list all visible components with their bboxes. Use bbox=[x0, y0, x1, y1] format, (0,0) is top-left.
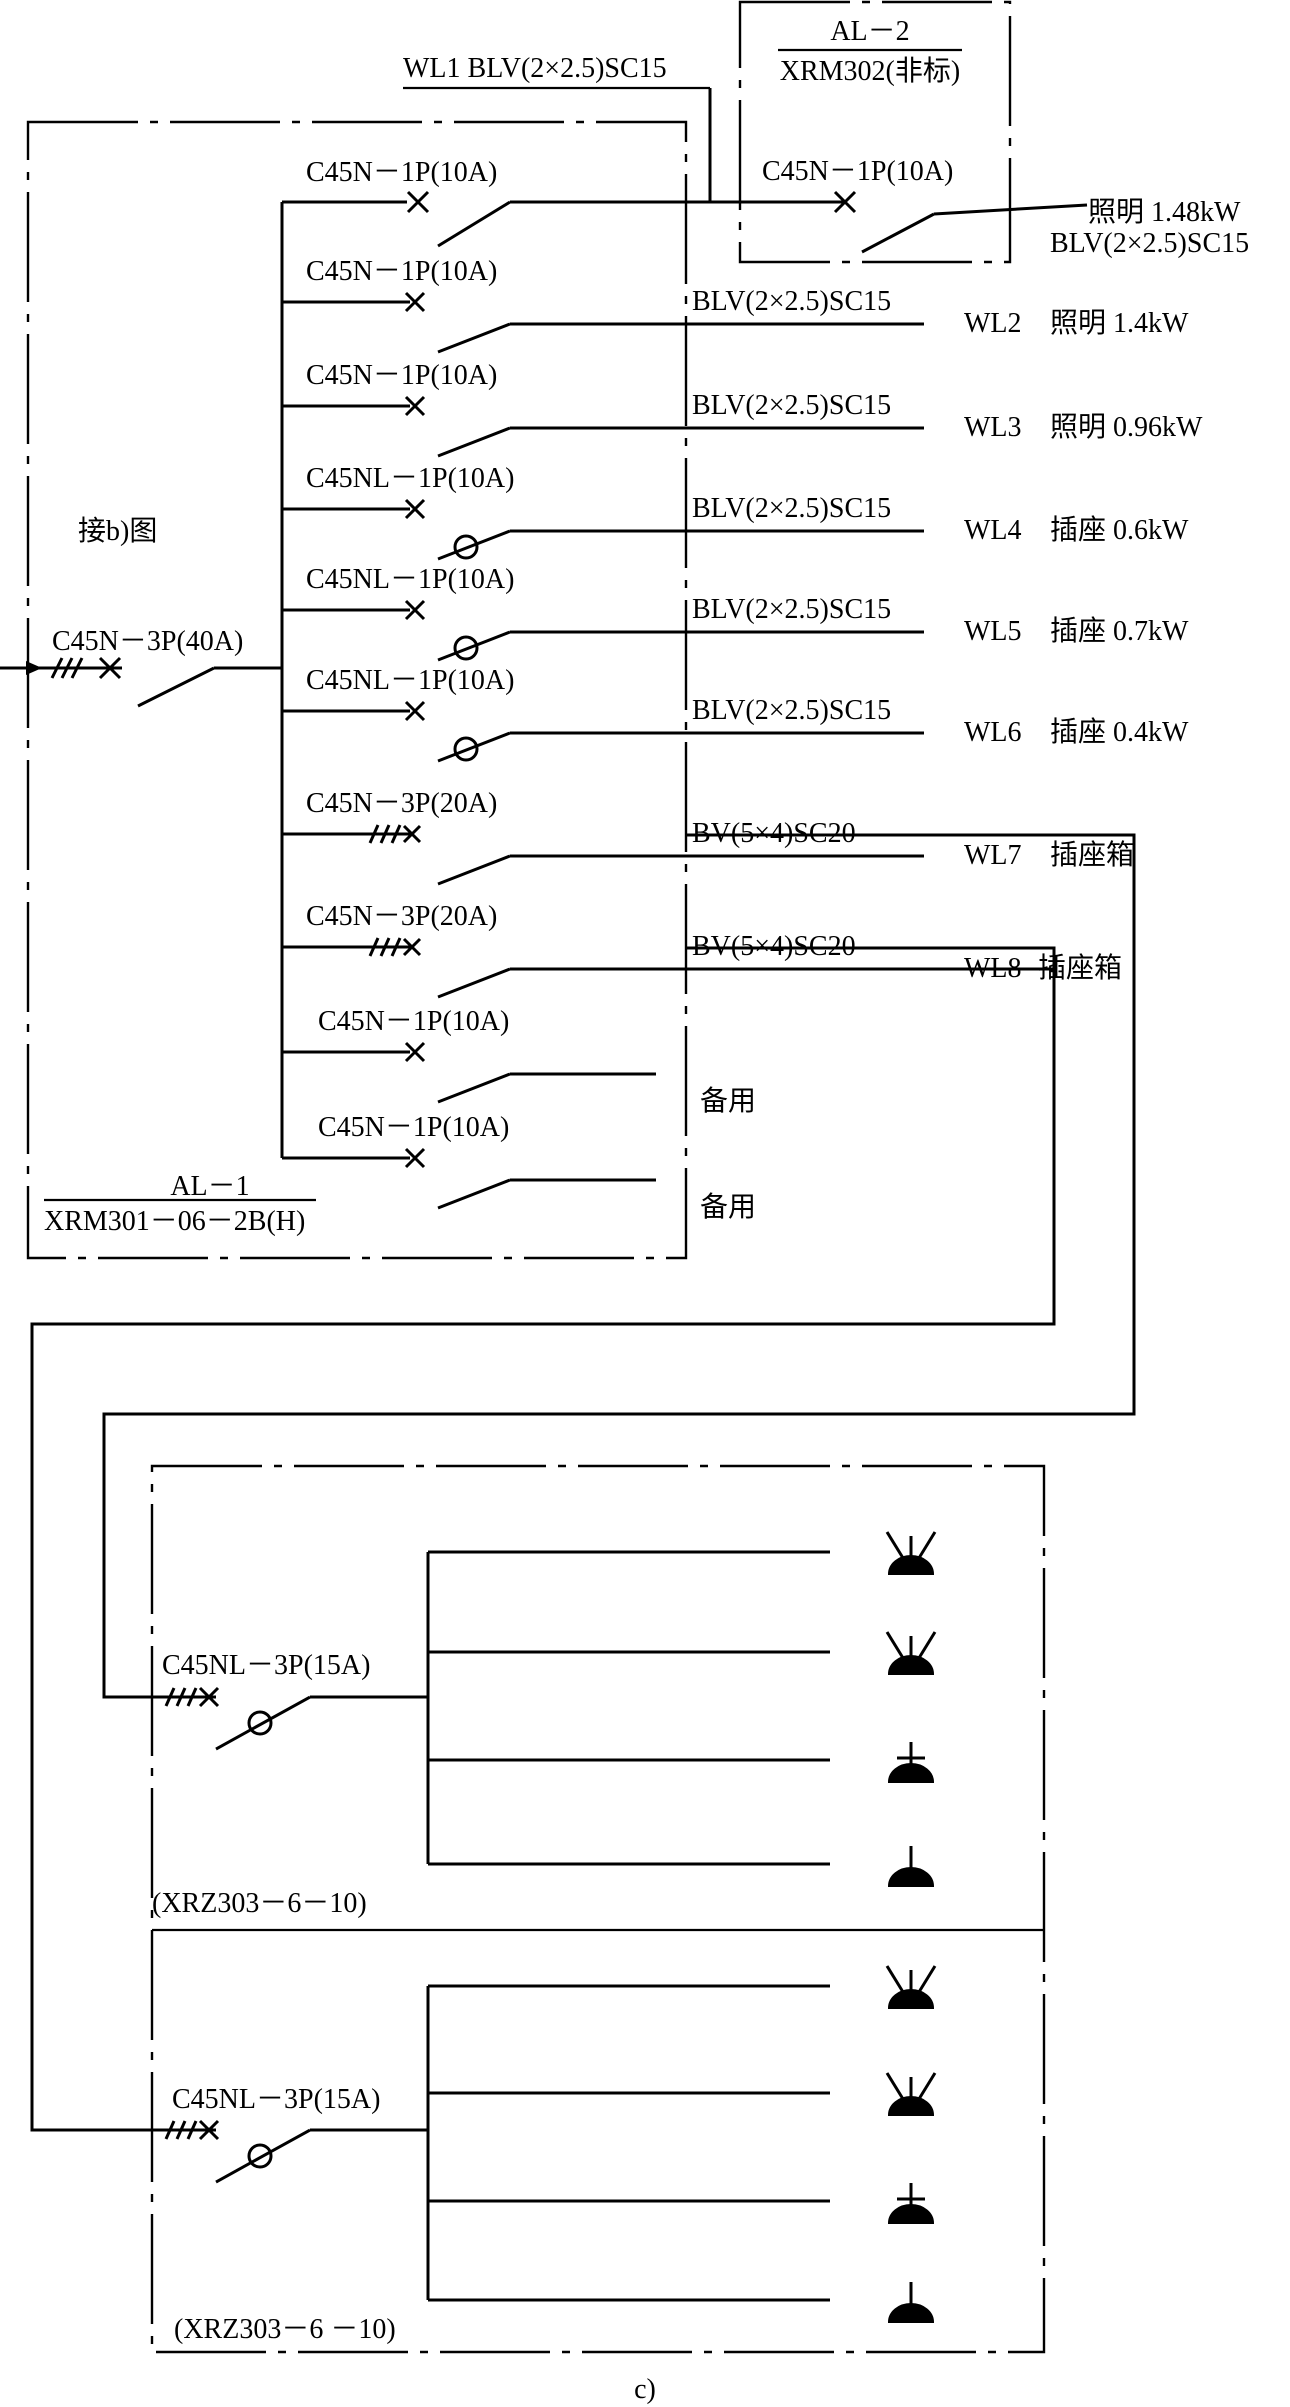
branch-circuit-id: WL3 bbox=[964, 412, 1022, 443]
branch-to-al2: C45N－1P(10A) bbox=[282, 157, 710, 248]
branch-circuit-id: WL4 bbox=[964, 515, 1022, 546]
top-feeder: WL1 BLV(2×2.5)SC15 bbox=[403, 53, 712, 202]
connect-note: 接b)图 bbox=[78, 515, 157, 547]
branch-load-label: 照明 0.96kW bbox=[1050, 412, 1203, 443]
branch-breaker-label: C45N－3P(20A) bbox=[306, 901, 497, 932]
branch-load-label: 备用 bbox=[700, 1085, 756, 1117]
branch-load-label: 备用 bbox=[700, 1191, 756, 1223]
branch-circuit-id: WL8 bbox=[964, 953, 1022, 984]
branch-cable-label: BLV(2×2.5)SC15 bbox=[692, 695, 891, 726]
branch-load-label: 插座箱 bbox=[1050, 839, 1134, 871]
panel-al2-model: XRM302(非标) bbox=[780, 55, 960, 87]
panel-al2-load: 照明 1.48kW bbox=[1088, 197, 1241, 228]
branch-cable-label: BLV(2×2.5)SC15 bbox=[692, 390, 891, 421]
main-breaker-label: C45N－3P(40A) bbox=[52, 626, 243, 657]
panel-al1-border bbox=[26, 120, 688, 1260]
lamp-icon bbox=[885, 2072, 937, 2116]
panel-al2: AL－2 XRM302(非标) C45N－1P(10A) 照明 1.48kW B… bbox=[700, 0, 1249, 264]
branch-cable-label: BLV(2×2.5)SC15 bbox=[692, 493, 891, 524]
main-breaker-symbol bbox=[0, 656, 282, 708]
branch-breaker-label: C45NL－1P(10A) bbox=[306, 564, 514, 595]
panel-al1-name: AL－1 bbox=[170, 1171, 249, 1202]
branch-cable-label: BLV(2×2.5)SC15 bbox=[692, 286, 891, 317]
socket-box-2-breaker: C45NL－3P(15A) bbox=[172, 2084, 380, 2115]
branch-breaker-label: C45NL－1P(10A) bbox=[306, 463, 514, 494]
panel-al2-name: AL－2 bbox=[830, 16, 909, 47]
branch-breaker-label: C45N－1P(10A) bbox=[306, 360, 497, 391]
panel-al2-breaker-label: C45N－1P(10A) bbox=[762, 156, 953, 187]
lamp-icon bbox=[887, 2183, 935, 2224]
branch-load-label: 插座 0.4kW bbox=[1050, 716, 1189, 748]
branch-breaker-label: C45N－1P(10A) bbox=[318, 1006, 509, 1037]
branch-8: C45N－1P(10A) 备用 bbox=[282, 1006, 756, 1117]
wl7-feed-wire bbox=[102, 833, 1136, 1699]
lamp-icon bbox=[887, 1846, 935, 1887]
branch-load-label: 照明 1.4kW bbox=[1050, 308, 1189, 339]
lamp-icon bbox=[885, 1965, 937, 2009]
lamp-icon bbox=[887, 1742, 935, 1783]
socket-box-1-breaker: C45NL－3P(15A) bbox=[162, 1650, 370, 1681]
socket-box-1-circuit bbox=[162, 1531, 937, 1887]
branch-breaker-label: C45N－1P(10A) bbox=[306, 256, 497, 287]
socket-box-2-model: (XRZ303－6 －10) bbox=[174, 2314, 396, 2345]
feed-wires bbox=[30, 833, 1136, 2132]
lamp-icon bbox=[885, 1631, 937, 1675]
branch-9: C45N－1P(10A) 备用 bbox=[282, 1112, 756, 1223]
branch-breaker-label: C45N－1P(10A) bbox=[318, 1112, 509, 1143]
branch-circuit-id: WL7 bbox=[964, 840, 1022, 871]
branch-load-label: 插座 0.6kW bbox=[1050, 514, 1189, 546]
branch-load-label: 插座箱 bbox=[1038, 952, 1122, 984]
panel-al2-cable: BLV(2×2.5)SC15 bbox=[1050, 228, 1249, 259]
lamp-icon bbox=[885, 1531, 937, 1575]
figure-caption: c) bbox=[634, 2374, 656, 2405]
wl8-feed-wire bbox=[30, 946, 1056, 2132]
branch-circuit-id: WL6 bbox=[964, 717, 1022, 748]
branch-circuit-id: WL2 bbox=[964, 308, 1022, 339]
socket-box-1-model: (XRZ303－6－10) bbox=[152, 1888, 367, 1919]
panel-al2-breaker-symbol bbox=[700, 190, 1088, 254]
branch-breaker-label: C45NL－1P(10A) bbox=[306, 665, 514, 696]
panel-al1: 接b)图 C45N－3P(40A) C45N－1P(10A) C45N－1P(1… bbox=[0, 120, 1203, 1260]
branch-load-label: 插座 0.7kW bbox=[1050, 615, 1189, 647]
socket-box-2-circuit bbox=[162, 1965, 937, 2323]
top-feeder-label: WL1 BLV(2×2.5)SC15 bbox=[403, 53, 667, 84]
branch-breaker-label: C45N－3P(20A) bbox=[306, 788, 497, 819]
lamp-icon bbox=[887, 2282, 935, 2323]
branch-cable-label: BLV(2×2.5)SC15 bbox=[692, 594, 891, 625]
branch-to-al2-breaker: C45N－1P(10A) bbox=[306, 157, 497, 188]
panel-al1-model: XRM301－06－2B(H) bbox=[44, 1206, 305, 1237]
socket-box-border bbox=[150, 1464, 1046, 2354]
panel-al2-border bbox=[738, 0, 1012, 264]
branch-circuit-id: WL5 bbox=[964, 616, 1022, 647]
socket-boxes: C45NL－3P(15A) (XRZ303－6－10) C45NL－3P(15A… bbox=[150, 1464, 1046, 2354]
